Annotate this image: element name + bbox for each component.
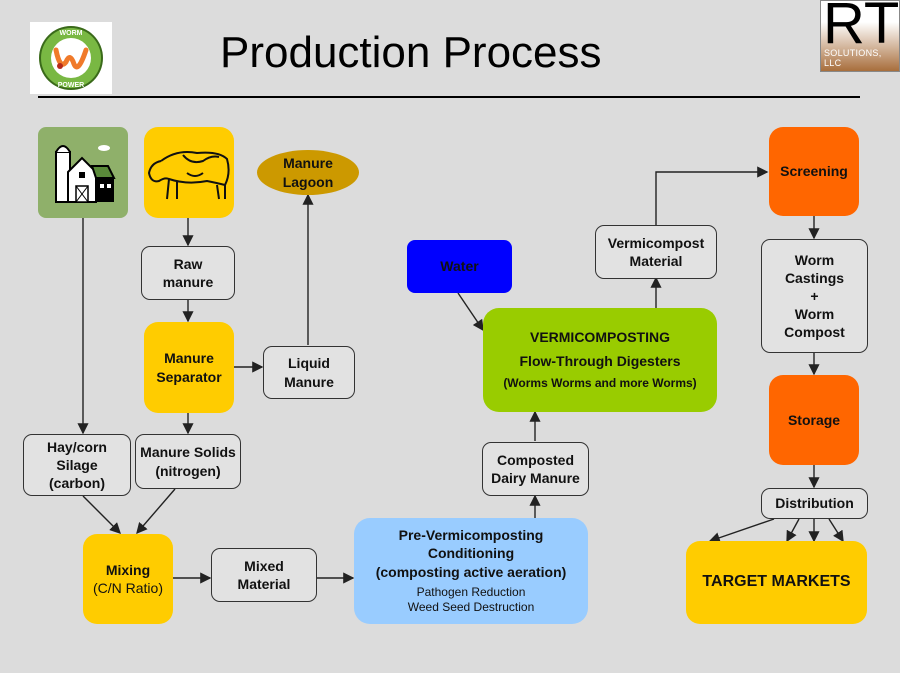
pre-vermi-line5: Weed Seed Destruction (407, 600, 535, 615)
arrow-distribution-to-markets-1 (708, 518, 775, 544)
water-label: Water (440, 258, 479, 275)
composted-dairy-manure-node: Composted Dairy Manure (482, 442, 589, 496)
liquid-manure-line2: Manure (284, 373, 334, 390)
manure-separator-node: Manure Separator (144, 322, 234, 413)
mixing-line2: (C/N Ratio) (92, 580, 163, 596)
vermicompost-material-line1: Vermicompost (607, 234, 705, 251)
arrow-distribution-to-markets-2 (786, 518, 800, 543)
vermicomposting-line2: Flow-Through Digesters (519, 353, 681, 370)
arrow-solids-to-mixing (136, 488, 176, 535)
worm-castings-line5: Compost (784, 324, 845, 341)
arrow-material-to-screening (655, 166, 769, 225)
manure-solids-node: Manure Solids (nitrogen) (135, 434, 241, 489)
hay-silage-line3: (carbon) (49, 475, 105, 492)
manure-solids-line2: (nitrogen) (155, 462, 221, 479)
vermicompost-material-line2: Material (629, 253, 683, 269)
worm-power-logo-icon: WORM POWER (39, 26, 103, 90)
worm-castings-node: Worm Castings + Worm Compost (761, 239, 868, 353)
manure-separator-line1: Manure (164, 350, 214, 367)
mixing-line1: Mixing (105, 561, 151, 578)
mixed-material-line2: Material (237, 576, 291, 592)
pre-vermi-line2: Conditioning (427, 545, 515, 562)
vermicomposting-line1: VERMICOMPOSTING (529, 329, 670, 346)
worm-castings-line1: Worm (794, 251, 835, 268)
storage-label: Storage (787, 411, 841, 428)
header-divider (38, 96, 860, 98)
worm-castings-line3: + (810, 287, 819, 304)
pre-vermi-line1: Pre-Vermicomposting (398, 527, 544, 544)
storage-node: Storage (769, 375, 859, 465)
vermicompost-material-node: Vermicompost Material (595, 225, 717, 279)
raw-manure-line1: Raw (173, 255, 203, 272)
worm-castings-line4: Worm (794, 306, 835, 323)
logo-subtitle: SOLUTIONS, LLC (824, 48, 882, 68)
target-markets-label: TARGET MARKETS (702, 573, 851, 591)
screening-label: Screening (780, 163, 848, 180)
cow-node (144, 127, 234, 218)
raw-manure-line2: manure (162, 274, 214, 290)
target-markets-node: TARGET MARKETS (686, 541, 867, 624)
mixed-material-line1: Mixed (244, 557, 284, 574)
hay-silage-node: Hay/corn Silage (carbon) (23, 434, 131, 496)
logo-bottom-text: POWER (58, 82, 84, 89)
distribution-node: Distribution (761, 488, 868, 519)
manure-lagoon-line1: Manure (283, 155, 333, 172)
composted-dairy-line2: Dairy Manure (491, 470, 580, 486)
distribution-label: Distribution (775, 495, 854, 512)
screening-node: Screening (769, 127, 859, 216)
manure-solids-line1: Manure Solids (140, 444, 236, 461)
farm-node (38, 127, 128, 218)
hay-silage-line1: Hay/corn (47, 438, 107, 455)
logo-letters: RT (823, 0, 900, 56)
raw-manure-node: Raw manure (141, 246, 235, 300)
composted-dairy-line1: Composted (497, 451, 574, 468)
cow-icon (147, 150, 230, 199)
water-node: Water (407, 240, 512, 293)
vermicomposting-node: VERMICOMPOSTING Flow-Through Digesters (… (483, 308, 717, 412)
liquid-manure-node: Liquid Manure (263, 346, 355, 399)
logo-top-text: WORM (60, 30, 83, 37)
hay-silage-line2: Silage (56, 456, 98, 473)
farm-barn-icon (55, 144, 116, 203)
pre-vermi-line4: Pathogen Reduction (416, 584, 526, 599)
manure-lagoon-line2: Lagoon (282, 173, 334, 190)
liquid-manure-line1: Liquid (288, 355, 330, 372)
worm-castings-line2: Castings (784, 269, 845, 286)
mixing-node: Mixing (C/N Ratio) (83, 534, 173, 624)
arrow-hay-to-mixing (82, 495, 121, 534)
vermicomposting-line3: (Worms Worms and more Worms) (503, 376, 697, 391)
manure-separator-line2: Separator (156, 368, 222, 385)
pre-vermi-line3: (composting active aeration) (375, 563, 567, 580)
arrow-distribution-to-markets-4 (828, 518, 844, 543)
pre-vermicomposting-node: Pre-Vermicomposting Conditioning (compos… (354, 518, 588, 624)
worm-power-logo: WORM POWER (30, 22, 112, 94)
page-title: Production Process (220, 28, 602, 77)
manure-lagoon-node: Manure Lagoon (257, 150, 359, 195)
rt-solutions-logo: RT SOLUTIONS, LLC (820, 0, 900, 72)
arrow-water-to-vermi (457, 292, 484, 332)
mixed-material-node: Mixed Material (211, 548, 317, 602)
